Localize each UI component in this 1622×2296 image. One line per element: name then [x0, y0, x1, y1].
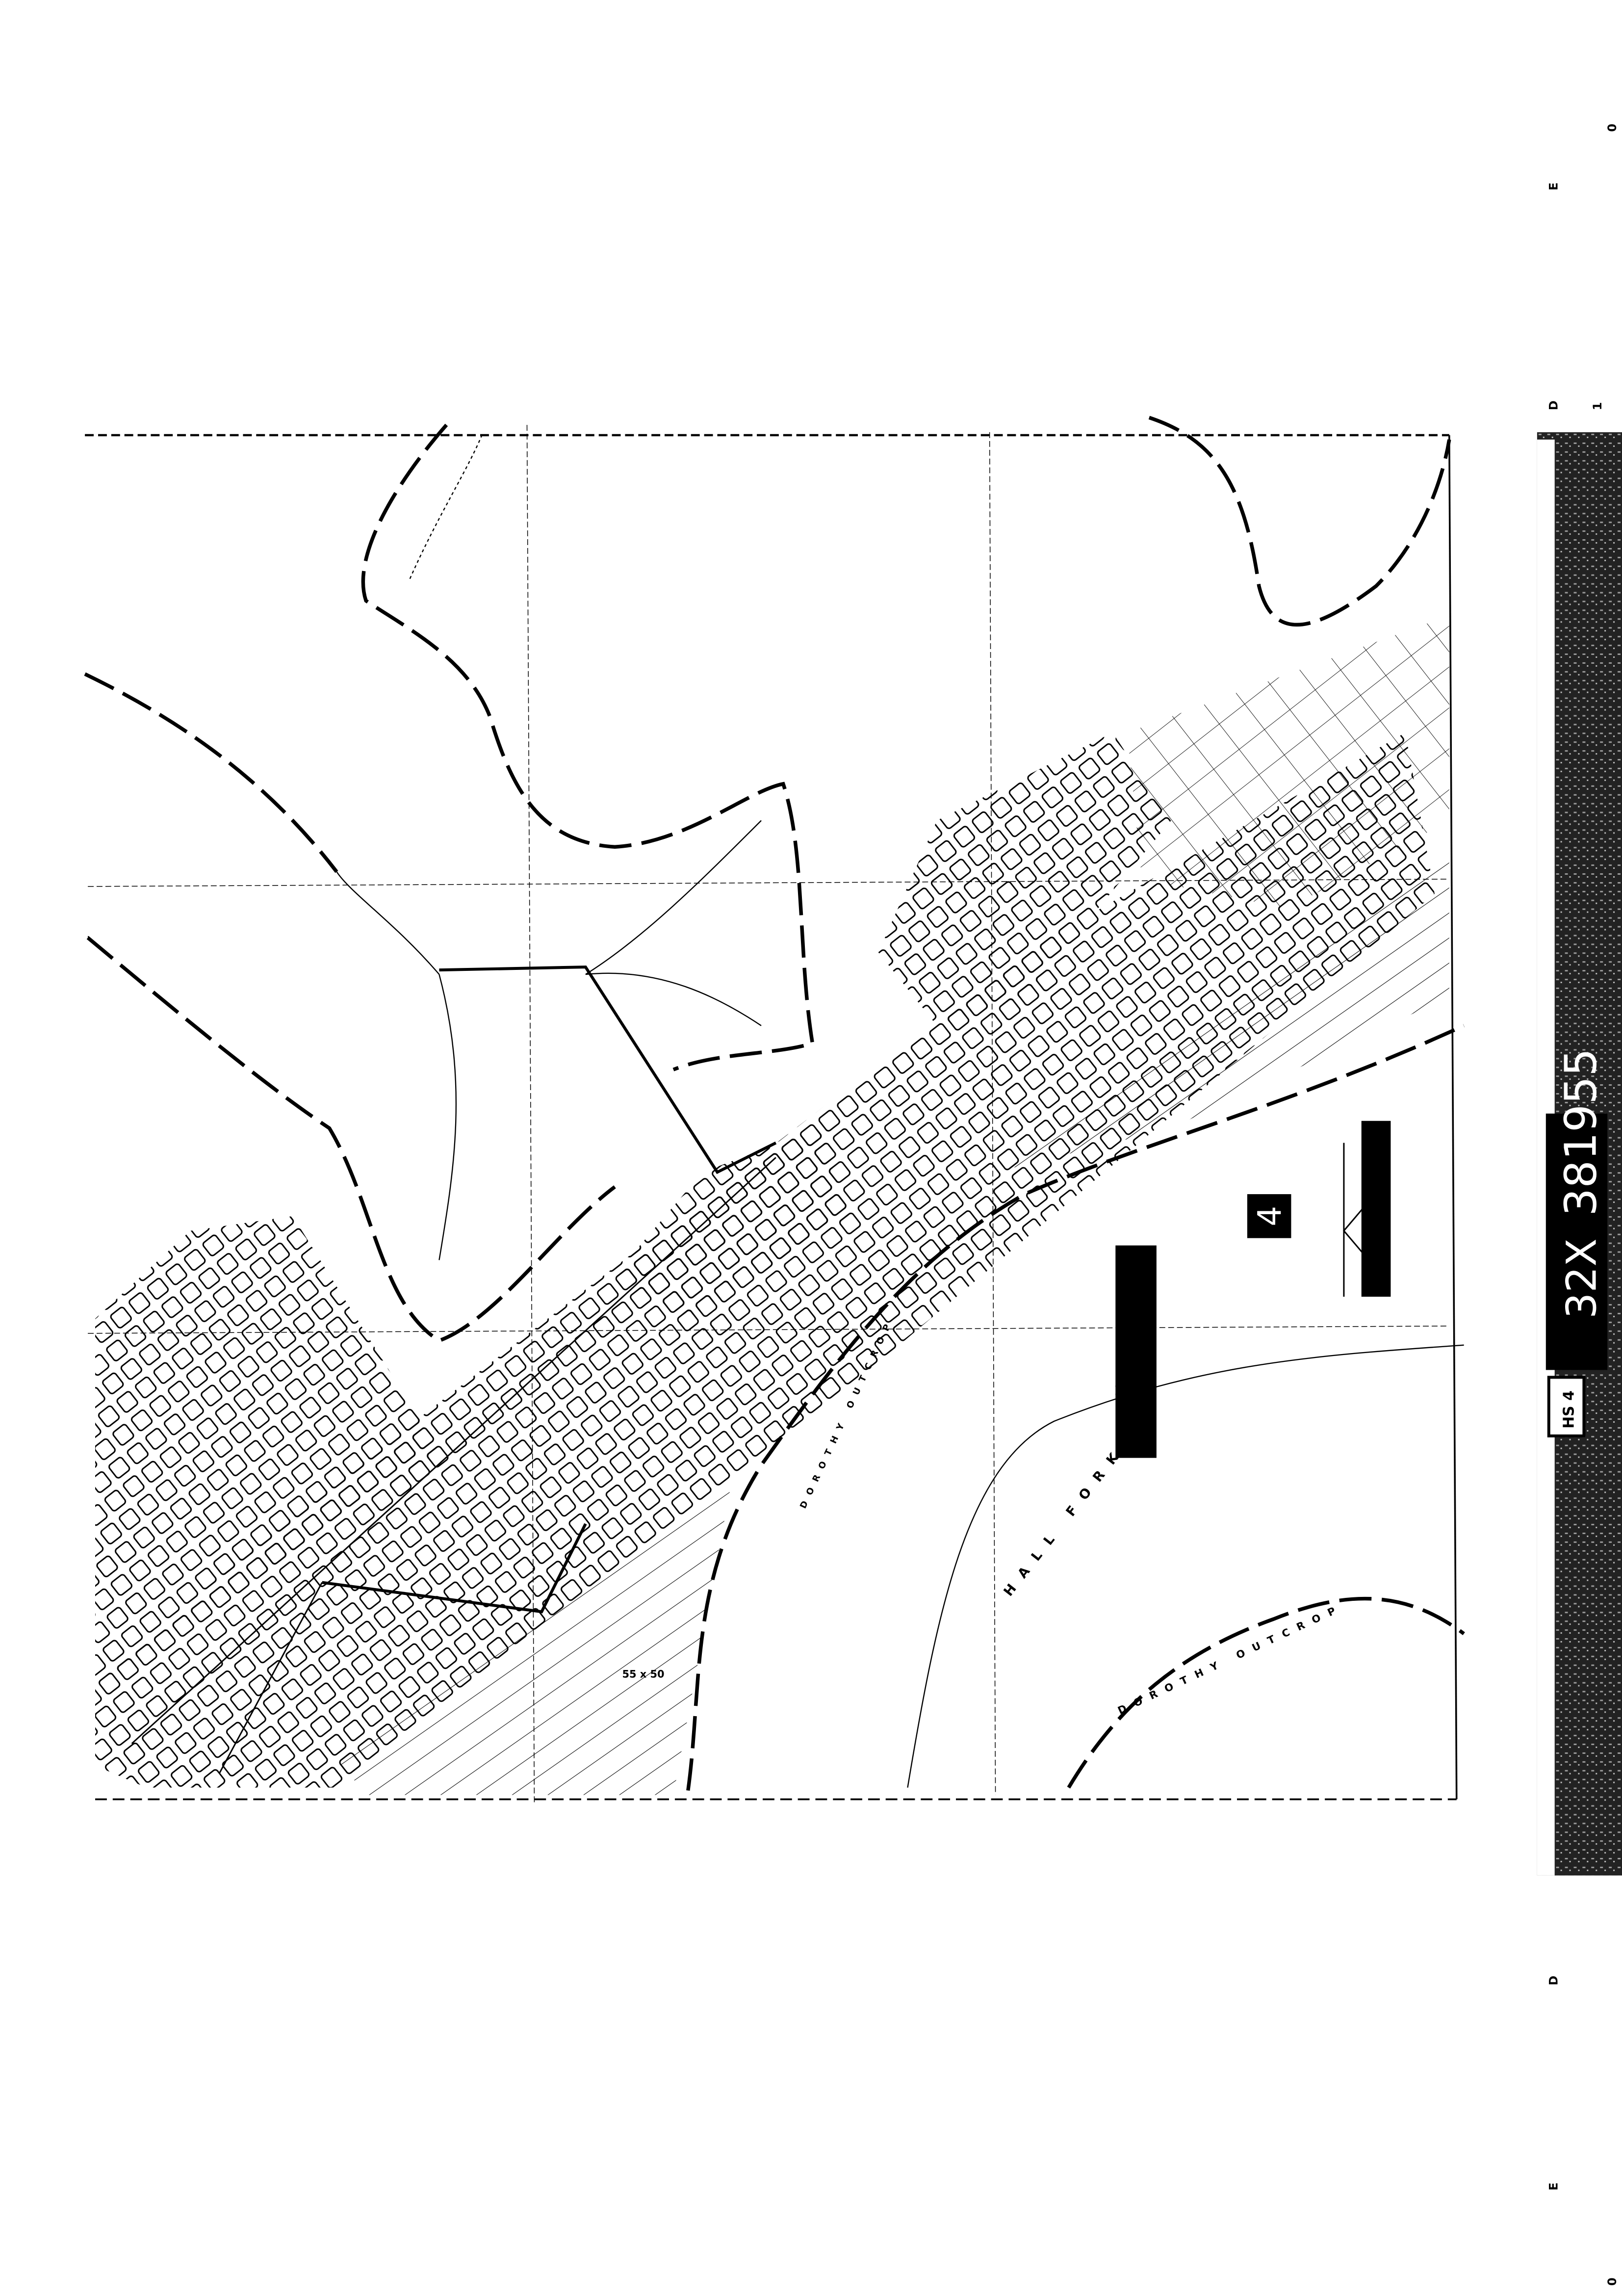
corner-mark-0-bottom: 0	[1605, 2277, 1619, 2286]
outcrop-lower-right	[1067, 1596, 1465, 1789]
series-label: HS 4	[1561, 1390, 1578, 1429]
scale-bar-block	[1115, 1245, 1157, 1458]
hall-fork-label: HALL FORK	[1001, 1441, 1129, 1599]
lot-size-label: 55 x 50	[622, 1669, 664, 1680]
film-strip	[1537, 432, 1622, 1876]
town-blocks-upper-cluster	[878, 732, 1171, 1026]
hall-fork-stream	[907, 1344, 1464, 1788]
outcrop-left-loop	[86, 936, 616, 1343]
scale-value: 100	[1113, 1382, 1127, 1407]
sheet-number: 4	[1252, 1206, 1289, 1226]
corner-mark-0-top: 0	[1605, 124, 1619, 132]
corner-mark-d-bottom: D	[1547, 1976, 1561, 1985]
outcrop-lines	[84, 416, 1465, 1791]
corner-mark-1-top: 1	[1591, 402, 1604, 411]
corner-mark-e-top: E	[1547, 183, 1561, 190]
outcrop-river-left	[686, 1024, 1465, 1791]
hatched-area-lower	[336, 1480, 732, 1795]
outcrop-topright	[1148, 416, 1451, 627]
survey-lines	[131, 965, 777, 1774]
town-blocks-middle	[615, 1128, 850, 1319]
frame-number: 381955	[1555, 1048, 1606, 1216]
title-block-drawing	[1342, 1121, 1391, 1297]
outcrop-upper-loop	[361, 423, 815, 1071]
dorothy-outcrop-lower-label: DOROTHY OUTCROP	[1116, 1601, 1345, 1717]
corner-mark-d-top: D	[1547, 400, 1561, 410]
sheet-number-box	[1247, 1194, 1291, 1238]
corner-mark-e-bottom: E	[1547, 2183, 1561, 2191]
streams	[336, 432, 1464, 1788]
town-blocks-left-cluster	[95, 1216, 439, 1685]
outcrop-top-left	[84, 672, 338, 873]
frame-id: 32X	[1557, 1238, 1605, 1319]
